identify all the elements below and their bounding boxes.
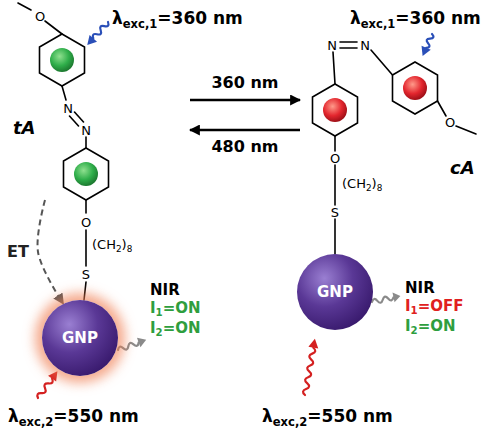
intensity-state: 2 [411, 326, 418, 337]
atom-label: N [327, 38, 337, 53]
atom-label-group: O [35, 10, 45, 23]
emission-label-group: NIR [150, 283, 180, 298]
intensity-state: 1 [411, 306, 418, 317]
particle-label: GNP [317, 284, 353, 301]
photoswitch-arrow [190, 129, 300, 131]
excitation-wavelength: =550 nm [307, 406, 392, 426]
intensity-state-group: I2=ON [150, 321, 201, 338]
intensity-state: I [405, 317, 411, 335]
chain-label: (CH [92, 237, 116, 252]
atom-label: N [360, 38, 370, 53]
intensity-state-group: I1=OFF [405, 299, 464, 316]
intensity-state: I [150, 319, 156, 337]
excitation-wavelength-group: λexc,1=360 nm [350, 10, 481, 30]
excitation-wavelength: exc,1 [361, 17, 396, 31]
atom-label: N [63, 101, 73, 116]
chain-label: 8 [377, 183, 383, 193]
atom-label: O [81, 215, 91, 230]
chain-label: 2 [366, 183, 372, 193]
chromophore-dots [50, 48, 427, 186]
cis-isomer: cA [300, 0, 495, 238]
atom-label-group: S [82, 268, 90, 281]
atom-label-group: N [327, 39, 337, 52]
excitation-wavelength: =550 nm [53, 406, 138, 426]
atom-label: O [330, 151, 340, 166]
excitation-wavelength: =360 nm [157, 8, 242, 28]
atom-label: O [445, 115, 455, 130]
intensity-state: =ON [163, 299, 201, 317]
atom-label-group: N [81, 124, 91, 137]
atom-label-group: S [331, 206, 339, 219]
bonds [18, 3, 476, 300]
chain-label: ) [372, 176, 377, 191]
atom-label-group: O [81, 216, 91, 229]
excitation-wavelength: λ [350, 8, 361, 28]
intensity-state: 2 [156, 328, 163, 339]
intensity-state-group: I2=ON [405, 319, 456, 336]
atom-label: S [82, 267, 90, 282]
excitation-wavelength: λ [112, 8, 123, 28]
photoswitch-arrow [190, 99, 300, 101]
atom-label: N [81, 123, 91, 138]
intensity-state-group: I1=ON [150, 301, 201, 318]
chain-label: (CH [342, 176, 366, 191]
chain-label: 8 [127, 244, 133, 254]
isomer-label: cA [450, 158, 500, 178]
chain-label-group: (CH2)8 [92, 238, 132, 254]
atom-label-group: O [445, 116, 455, 129]
atom-label: S [331, 205, 339, 220]
excitation-wavelength: exc,1 [123, 17, 158, 31]
emission-label: NIR [150, 281, 180, 299]
intensity-state: I [150, 299, 156, 317]
excitation-wavelength: λ [262, 406, 273, 426]
excitation-wavelength: exc,2 [19, 415, 54, 429]
wavelength-label: 480 nm [209, 138, 280, 156]
energy-transfer-arrow [38, 200, 64, 304]
excitation-wavelength: =360 nm [395, 8, 480, 28]
wavelength-label: 360 nm [209, 74, 280, 92]
trans-isomer: tA [5, 0, 190, 200]
emission-label: NIR [405, 279, 435, 297]
excitation-wavelength: exc,2 [273, 415, 308, 429]
excitation-wavelength-group: λexc,1=360 nm [112, 10, 243, 30]
excitation-wavelength-group: λexc,2=550 nm [262, 408, 393, 428]
chain-label-group: (CH2)8 [342, 177, 382, 193]
isomer-label: tA [13, 118, 198, 138]
intensity-state: I [405, 297, 411, 315]
atom-label-group: O [330, 152, 340, 165]
light-waves [34, 19, 437, 401]
emission-label-group: NIR [405, 281, 435, 296]
atom-label-group: N [360, 39, 370, 52]
particle-label: GNP [62, 330, 98, 347]
intensity-state: 1 [156, 308, 163, 319]
gold-nanoparticle: GNP [42, 300, 118, 376]
chain-label: ) [122, 237, 127, 252]
gold-nanoparticle: GNP [297, 254, 373, 330]
atom-label-group: N [63, 102, 73, 115]
intensity-state: =ON [418, 317, 456, 335]
intensity-state: =ON [163, 319, 201, 337]
chain-label: 2 [116, 244, 122, 254]
intensity-state: =OFF [418, 297, 464, 315]
excitation-wavelength-group: λexc,2=550 nm [8, 408, 139, 428]
transfer-label: ET [5, 243, 31, 261]
atom-label: O [35, 9, 45, 24]
excitation-wavelength: λ [8, 406, 19, 426]
